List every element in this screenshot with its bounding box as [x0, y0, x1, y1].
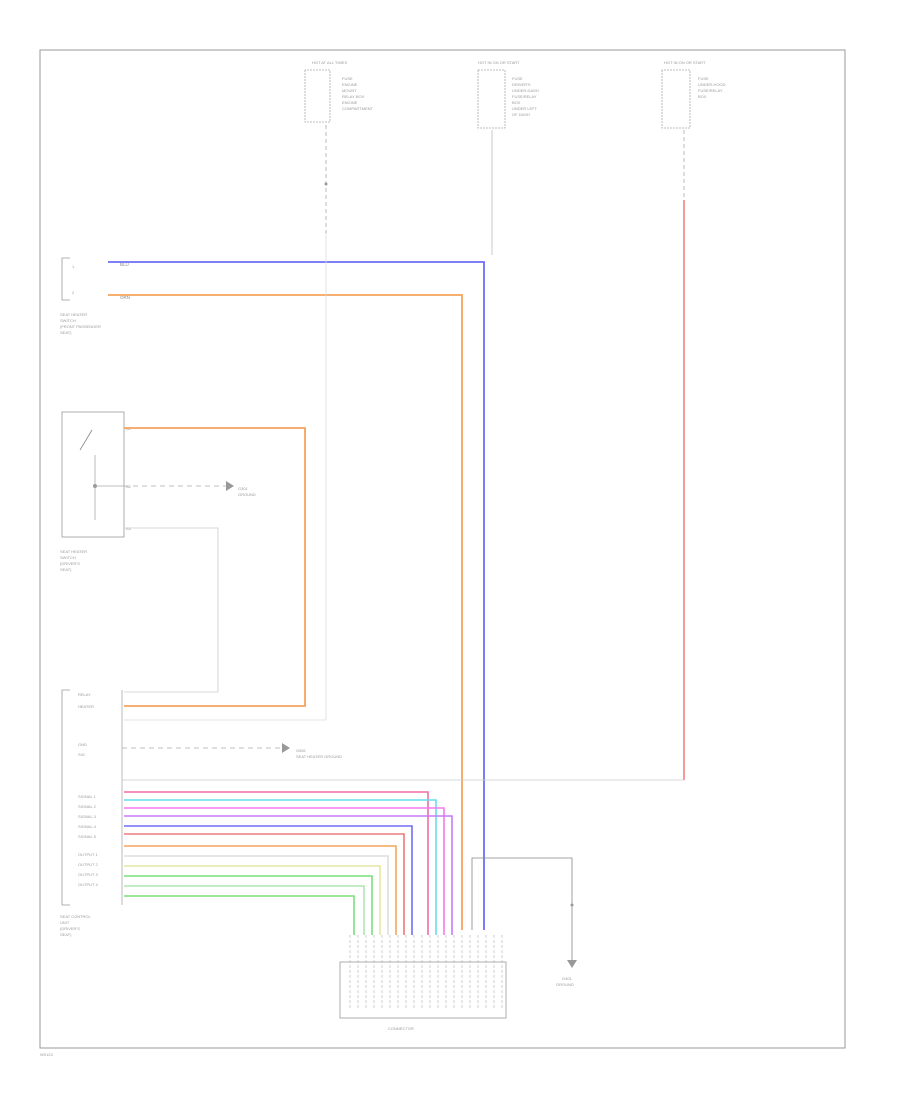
- ground-2-label: SEAT HEATER GROUND: [296, 754, 342, 759]
- svg-text:A2: A2: [126, 484, 132, 489]
- bus-wire: [124, 815, 453, 935]
- switch1-label-3: (FRONT PASSENGER: [60, 324, 101, 329]
- fuse-3-line-4: BOX: [698, 94, 707, 99]
- switch2-label-4: SEAT): [60, 567, 72, 572]
- fuse-1-line-5: ENGINE: [342, 100, 358, 105]
- switch2-label-2: SWITCH: [60, 555, 76, 560]
- fuse-3-header: HOT IN ON OR START: [664, 60, 706, 65]
- pin-label-gnd: GND: [78, 742, 87, 747]
- control-unit-label-1: SEAT CONTROL: [60, 914, 92, 919]
- wire-label-orn: ORN: [120, 295, 130, 300]
- pin-label-output-2: OUTPUT 2: [78, 862, 98, 867]
- fuse-2-line-4: FUSE/RELAY: [512, 94, 537, 99]
- switch2-label-1: SEAT HEATER: [60, 549, 87, 554]
- ground-3-name: G401: [562, 976, 573, 981]
- pin-label-signal-4: SIGNAL 4: [78, 824, 97, 829]
- bus-wire: [124, 885, 365, 935]
- bus-wire: [124, 875, 373, 935]
- fuse-1-line-1: FUSE: [342, 76, 353, 81]
- svg-text:2: 2: [72, 290, 75, 295]
- svg-text:1: 1: [72, 264, 75, 269]
- footer-code: W0123: [40, 1052, 53, 1057]
- fuse-box-3: HOT IN ON OR START FUSE UNDER-HOOD FUSE/…: [500, 60, 726, 781]
- fuse-2-line-1: FUSE: [512, 76, 523, 81]
- pin-label-output-1: OUTPUT 1: [78, 852, 98, 857]
- seat-heater-switch-passenger: 1 2 SEAT HEATER SWITCH (FRONT PASSENGER …: [60, 257, 485, 930]
- bus-wire: [124, 865, 381, 935]
- switch1-label-2: SWITCH: [60, 318, 76, 323]
- fuse-box-2: HOT IN ON OR START FUSE DRIVER'S UNDER-D…: [477, 60, 539, 255]
- seat-control-unit: RELAY HEATER GND SIG SIGNAL 1 SIGNAL 2 S…: [60, 235, 500, 937]
- pin-label-heater: HEATER: [78, 704, 94, 709]
- switch1-label-4: SEAT): [60, 330, 72, 335]
- fuse-2-line-2: DRIVER'S: [512, 82, 531, 87]
- switch2-label-3: (DRIVER'S: [60, 561, 80, 566]
- fuse-2-line-3: UNDER-DASH: [512, 88, 539, 93]
- fuse-2-line-5: BOX: [512, 100, 521, 105]
- svg-text:A3: A3: [126, 526, 132, 531]
- pin-label-signal-2: SIGNAL 2: [78, 804, 97, 809]
- fuse-1-header: HOT AT ALL TIMES: [312, 60, 347, 65]
- wire-gray-2: [124, 235, 327, 721]
- bus-wire: [124, 807, 445, 935]
- ground-2-name: G552: [296, 748, 307, 753]
- bus-wire: [124, 855, 389, 935]
- control-unit-label-2: UNIT: [60, 920, 70, 925]
- ground-1-name: G301: [238, 486, 249, 491]
- fuse-3-line-1: FUSE: [698, 76, 709, 81]
- seat-heater-switch-driver: A1 A2 A3 SEAT HEATER SWITCH (DRIVER'S SE…: [60, 411, 306, 707]
- wire-gray-1: [124, 527, 219, 693]
- control-unit-label-3: (DRIVER'S: [60, 926, 80, 931]
- fuse-1-line-2: ENGINE: [342, 82, 358, 87]
- pin-label-signal-1: SIGNAL 1: [78, 794, 97, 799]
- fuse-2-line-6: UNDER LEFT: [512, 106, 538, 111]
- pin-label-output-3: OUTPUT 3: [78, 872, 98, 877]
- fuse-3-line-2: UNDER-HOOD: [698, 82, 726, 87]
- pin-label-sig: SIG: [78, 752, 85, 757]
- fuse-2-header: HOT IN ON OR START: [478, 60, 520, 65]
- pin-label-signal-3: SIGNAL 3: [78, 814, 97, 819]
- fuse-1-line-4: RELAY BOX: [342, 94, 365, 99]
- connector: CONNECTOR: [339, 935, 507, 1031]
- wire-label-blu: BLU: [120, 262, 129, 267]
- fuse-1-line-6: COMPARTMENT: [342, 106, 374, 111]
- bus-wire: [124, 825, 413, 935]
- switch1-label-1: SEAT HEATER: [60, 312, 87, 317]
- ground-3: G401 GROUND: [471, 857, 577, 987]
- connector-label: CONNECTOR: [388, 1026, 414, 1031]
- ground-1-label: GROUND: [238, 492, 256, 497]
- wire-blue: [108, 261, 485, 930]
- pin-label-signal-5: SIGNAL 5: [78, 834, 97, 839]
- fuse-2-line-7: OF DASH: [512, 112, 530, 117]
- pin-label-relay: RELAY: [78, 692, 91, 697]
- diagram-frame: [39, 49, 846, 1049]
- wire-orange-2: [124, 427, 306, 707]
- bus-wire: [124, 799, 437, 935]
- control-unit-label-4: SEAT): [60, 932, 72, 937]
- fuse-box-1: HOT AT ALL TIMES FUSE ENGINE MOUNT RELAY…: [304, 60, 374, 235]
- fuse-1-line-3: MOUNT: [342, 88, 357, 93]
- bus-wire: [124, 791, 429, 935]
- fuse-3-line-3: FUSE/RELAY: [698, 88, 723, 93]
- bus-wire: [124, 833, 405, 935]
- ground-3-label: GROUND: [556, 982, 574, 987]
- bus-wire: [124, 895, 355, 935]
- wire-orange-1: [108, 294, 463, 930]
- pin-label-output-4: OUTPUT 4: [78, 882, 98, 887]
- bus-wire: [124, 845, 397, 935]
- signal-bus: [124, 791, 453, 935]
